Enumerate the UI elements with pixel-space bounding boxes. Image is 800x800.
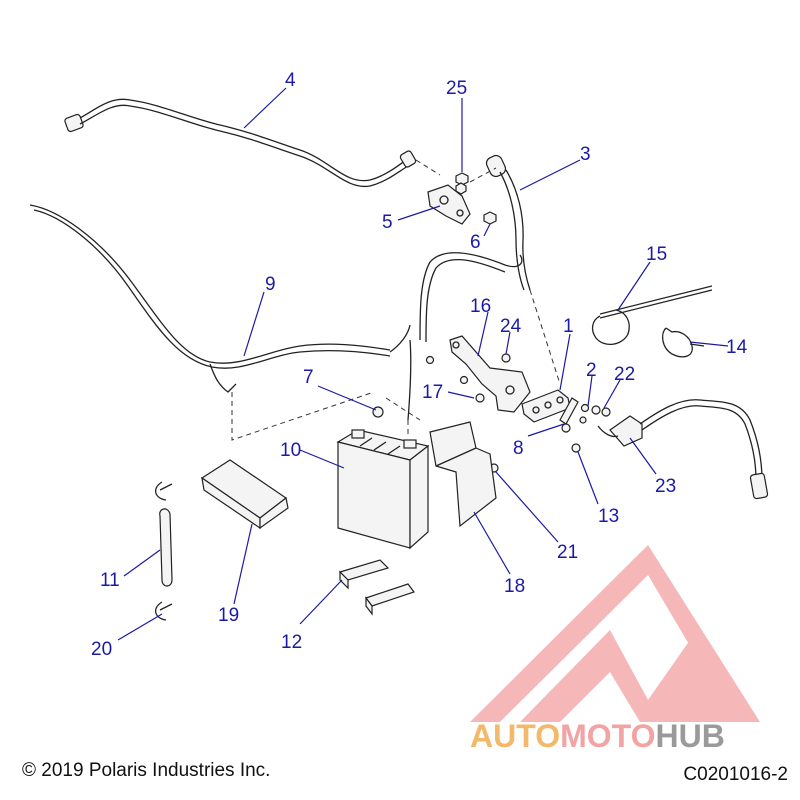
callout-24: 24 bbox=[500, 316, 522, 337]
callout-4: 4 bbox=[285, 70, 296, 91]
callout-5: 5 bbox=[382, 212, 393, 233]
drawing-number: C0201016-2 bbox=[683, 764, 788, 785]
part-14-clamp bbox=[661, 327, 705, 358]
part-8-strap bbox=[559, 397, 579, 433]
callout-17: 17 bbox=[422, 382, 443, 403]
part-20-clips bbox=[155, 481, 173, 621]
callout-9: 9 bbox=[265, 274, 276, 295]
part-23-wire bbox=[597, 399, 769, 500]
part-4-cable bbox=[64, 98, 417, 188]
callout-12: 12 bbox=[281, 632, 302, 653]
callout-3: 3 bbox=[580, 144, 591, 165]
part-3-cable bbox=[485, 154, 531, 291]
brand-hub: HUB bbox=[655, 718, 725, 754]
callout-14: 14 bbox=[726, 337, 748, 358]
callout-1: 1 bbox=[563, 316, 574, 337]
callout-13: 13 bbox=[598, 506, 619, 527]
part-16-plate bbox=[449, 335, 531, 413]
part-19-pad bbox=[200, 459, 289, 530]
part-15-cable-tie bbox=[591, 285, 713, 345]
copyright-text: © 2019 Polaris Industries Inc. bbox=[22, 760, 271, 781]
callout-6: 6 bbox=[470, 232, 481, 253]
callout-22: 22 bbox=[614, 364, 635, 385]
callout-20: 20 bbox=[91, 639, 112, 660]
callout-16: 16 bbox=[470, 296, 491, 317]
part-18-holder bbox=[429, 421, 497, 528]
callout-21: 21 bbox=[557, 542, 578, 563]
callout-18: 18 bbox=[504, 576, 525, 597]
callout-labels: 4 25 3 5 6 15 9 16 24 1 14 2 22 7 17 8 1… bbox=[91, 70, 748, 660]
callout-2: 2 bbox=[586, 360, 597, 381]
callout-19: 19 bbox=[218, 605, 239, 626]
brand-moto: MOTO bbox=[560, 718, 656, 754]
brand-auto: AUTO bbox=[470, 718, 561, 754]
callout-15: 15 bbox=[646, 244, 667, 265]
part-5-bracket bbox=[427, 184, 471, 225]
part-12-pads bbox=[338, 559, 415, 616]
watermark-logo bbox=[470, 545, 760, 722]
part-10-battery bbox=[336, 429, 430, 550]
callout-8: 8 bbox=[513, 438, 524, 459]
part-9-harness bbox=[29, 204, 523, 421]
callout-25: 25 bbox=[446, 78, 467, 99]
watermark-brand-text: AUTOMOTOHUB bbox=[470, 718, 725, 755]
callout-23: 23 bbox=[655, 476, 676, 497]
callout-11: 11 bbox=[100, 570, 120, 591]
leader-lines bbox=[117, 87, 729, 641]
part-11-strap bbox=[159, 508, 173, 587]
callout-10: 10 bbox=[280, 440, 301, 461]
nuts-25-6 bbox=[455, 172, 497, 225]
callout-7: 7 bbox=[303, 367, 314, 388]
